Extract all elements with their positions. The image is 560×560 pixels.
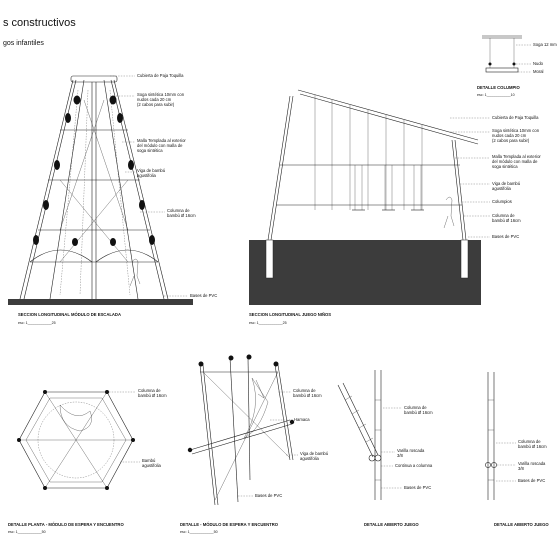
abierto1-label-columna-1: Columna de (404, 405, 427, 410)
escalada-label-bases: Bases de PVC (190, 293, 217, 298)
abierto2-label-columna-2: bambú Ø 16cm (518, 444, 547, 449)
abierto2-label-varilla-1: Varilla roscada (518, 461, 546, 466)
escalada-label-viga-2: agustifolia (137, 173, 157, 178)
ninos-label-soga-2: nudos cada 20 cm (492, 133, 527, 138)
ninos-scale: esc: 1____________25 (249, 321, 287, 325)
columpio-caption: DETALLE COLUMPIO (477, 85, 520, 90)
espera-label-viga-2: agustifolia (300, 456, 320, 461)
abierto1-label-bases: Bases de PVC (404, 485, 431, 490)
escalada-label-malla-3: soga sintética (137, 148, 163, 153)
espera-label-hamaca: Hamaca (294, 417, 310, 422)
ninos-section-drawing (249, 89, 490, 305)
escalada-label-malla-1: Malla Templada al exterior (137, 138, 186, 143)
abierto2-label-varilla-2: 3/8 (518, 466, 524, 471)
columpio-label-moral: Moral (533, 69, 544, 74)
planta-label-columna-2: bambú Ø 16cm (138, 393, 167, 398)
escalada-label-cubierta: Cubierta de Paja Toquilla (137, 73, 184, 78)
ninos-label-columpios: Columpios (492, 199, 512, 204)
espera-detail-drawing (187, 354, 298, 506)
ninos-label-soga-3: (2 cabos para subir) (492, 138, 530, 143)
escalada-label-soga-1: Soga sintética 10mm con (137, 92, 185, 97)
escalada-label-columna-1: Columna de (167, 208, 190, 213)
espera-label-viga-1: Viga de bambú (300, 451, 329, 456)
sheet-subtitle: gos infantiles (3, 40, 44, 47)
escalada-label-soga-3: (2 cabos para subir) (137, 102, 175, 107)
sheet-title: s constructivos (3, 17, 76, 29)
columpio-detail-drawing (482, 35, 531, 73)
planta-label-columna-1: Columna de (138, 388, 161, 393)
planta-detail-drawing (17, 390, 140, 490)
escalada-label-malla-2: del módulo con malla de (137, 143, 183, 148)
abierto1-label-varilla-2: 3/8 (397, 453, 403, 458)
columpio-label-nudo: Nudo (533, 61, 544, 66)
espera-label-columna-2: bambú Ø 16cm (293, 393, 322, 398)
abierto1-label-columna-2: bambú Ø 16cm (404, 410, 433, 415)
escalada-ground (8, 299, 193, 305)
escalada-label-columna-2: bambú Ø 16cm (167, 213, 196, 218)
ninos-caption: SECCION LONGITUDINAL JUEGO NIÑOS (249, 312, 331, 317)
abierto2-caption: DETALLE ABIERTO JUEGO (494, 522, 549, 527)
escalada-label-soga-2: nudos cada 20 cm (137, 97, 172, 102)
espera-label-bases: Bases de PVC (255, 493, 282, 498)
abierto1-caption: DETALLE ABIERTO JUEGO (364, 522, 419, 527)
ninos-ground (249, 240, 481, 305)
ninos-label-bases: Bases de PVC (492, 234, 519, 239)
abierto1-label-continua: Continua a columna (395, 463, 433, 468)
escalada-caption: SECCION LONGITUDINAL MÓDULO DE ESCALADA (18, 312, 121, 317)
espera-scale: esc: 1____________50 (180, 530, 218, 534)
planta-scale: esc: 1____________50 (8, 530, 46, 534)
espera-label-columna-1: Columna de (293, 388, 316, 393)
ninos-label-malla-3: soga sintética (492, 164, 518, 169)
ninos-label-viga-1: Viga de bambú (492, 181, 521, 186)
abierto2-label-bases: Bases de PVC (518, 478, 545, 483)
abierto2-detail-drawing (485, 372, 516, 500)
abierto1-label-varilla-1: Varilla roscada (397, 448, 425, 453)
ninos-label-malla-1: Malla Templada al exterior (492, 154, 541, 159)
abierto2-label-columna-1: Columna de (518, 439, 541, 444)
ninos-label-viga-2: agustifolia (492, 186, 512, 191)
abierto1-detail-drawing (337, 370, 402, 500)
planta-caption: DETALLE PLANTA - MÓDULO DE ESPERA Y ENCU… (8, 522, 124, 527)
planta-label-bambu-1: Bambú (142, 458, 156, 463)
ninos-label-columna-1: Columna de (492, 213, 515, 218)
ninos-label-malla-2: del módulo con malla de (492, 159, 538, 164)
ninos-label-soga-1: Soga sintética 10mm con (492, 128, 540, 133)
columpio-scale: esc: 1____________10 (477, 93, 515, 97)
escalada-scale: esc: 1____________25 (18, 321, 56, 325)
escalada-section-drawing (8, 75, 193, 305)
ninos-label-columna-2: bambú Ø 16cm (492, 218, 521, 223)
columpio-label-soga: Soga 12 mm (533, 42, 557, 47)
ninos-label-cubierta: Cubierta de Paja Toquilla (492, 115, 539, 120)
espera-caption: DETALLE - MÓDULO DE ESPERA Y ENCUENTRO (180, 522, 279, 527)
escalada-label-viga-1: Viga de bambú (137, 168, 166, 173)
planta-label-bambu-2: agustifolia (142, 463, 162, 468)
